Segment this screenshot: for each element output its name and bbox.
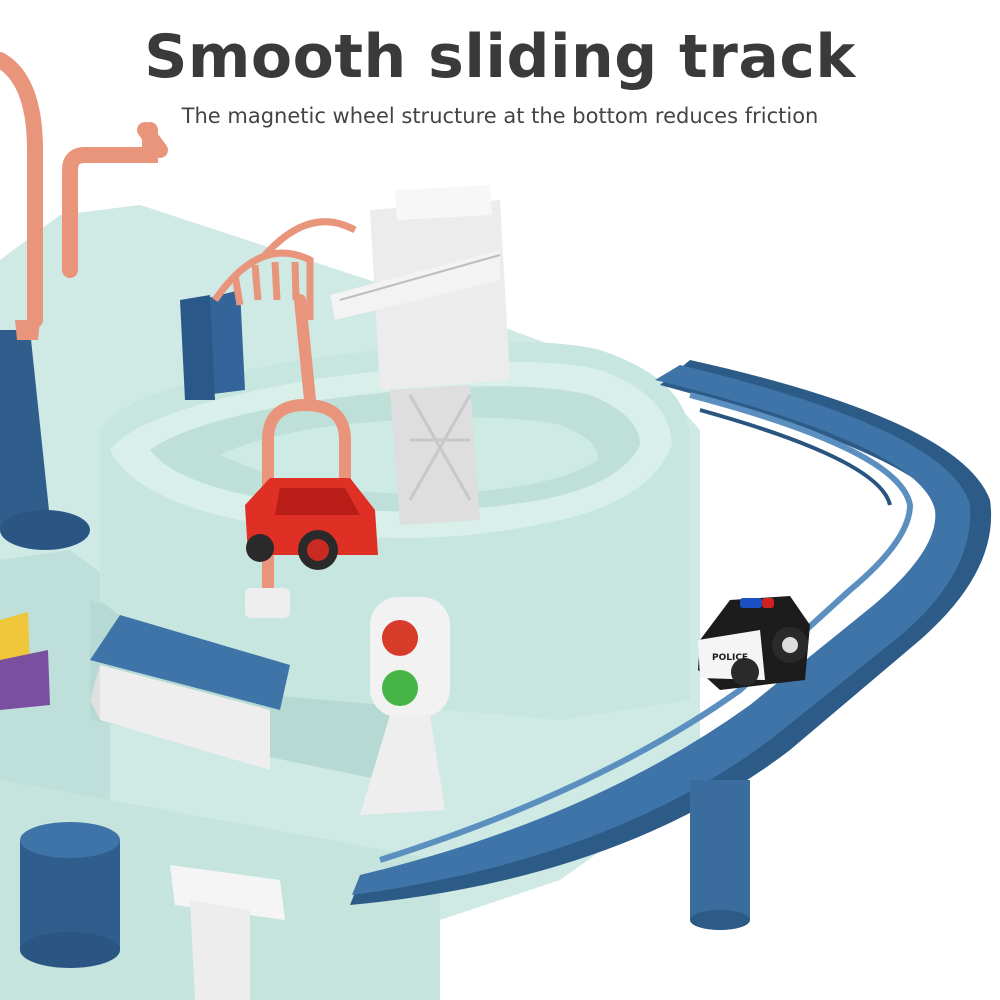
headline: Smooth sliding track [144,22,856,92]
traffic-light [360,597,450,815]
left-edge-elements [0,612,50,710]
blue-pillar [0,320,90,550]
police-car-label: POLICE [712,653,748,663]
subline: The magnetic wheel structure at the bott… [181,104,819,128]
hook-arch [262,294,351,596]
hook-base [245,588,290,618]
pink-arches [212,218,357,320]
blue-track [350,360,992,930]
red-car [245,478,378,570]
crane [330,185,510,525]
blue-cylinder [20,822,120,968]
pink-pipes [0,52,168,328]
police-car: POLICE [698,596,810,690]
roof-house [90,615,290,770]
white-lever [170,865,285,1000]
